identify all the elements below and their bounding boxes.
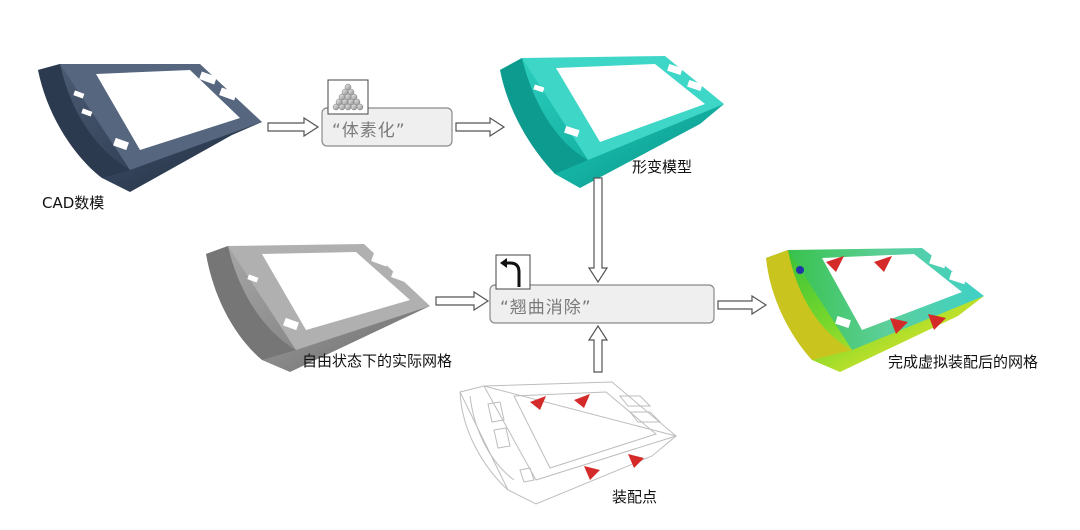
- voxelize-process-box: [321, 107, 453, 147]
- assembly-marker: [928, 314, 946, 330]
- assembly-marker: [584, 466, 600, 480]
- assembly-points: [530, 394, 644, 480]
- free-state-mesh: [206, 244, 430, 372]
- assembly-marker: [890, 318, 908, 334]
- voxelize-process-label: “体素化”: [332, 121, 406, 141]
- assembled-mesh-label: 完成虚拟装配后的网格: [888, 353, 1039, 371]
- arrow-warp-to-assembled: [717, 294, 768, 316]
- deformed-model-label: 形变模型: [632, 158, 693, 176]
- warp-removal-process-box: [489, 284, 715, 324]
- assembly-points-label: 装配点: [612, 488, 658, 506]
- free-state-mesh-label: 自由状态下的实际网格: [302, 352, 453, 370]
- arrow-cad-to-voxelize: [267, 116, 320, 138]
- deformed-model: [500, 56, 724, 188]
- assembly-marker: [574, 394, 590, 408]
- bent-arrow-icon: [495, 254, 531, 290]
- cube-pyramid-icon: [327, 79, 369, 115]
- assembly-marker: [826, 256, 844, 272]
- assembly-wireframe: [459, 381, 678, 505]
- warp-removal-process-label: “翘曲消除”: [500, 298, 592, 318]
- arrow-voxelize-to-deformed: [455, 116, 506, 138]
- arrow-free-to-warp: [435, 290, 490, 312]
- assembled-mesh: [766, 248, 984, 372]
- assembly-marker: [628, 454, 644, 468]
- assembly-marker: [530, 396, 546, 410]
- assembly-marker: [874, 256, 892, 272]
- arrow-deformed-to-warp: [587, 177, 609, 284]
- cad-model: [38, 64, 262, 192]
- arrow-points-to-warp: [587, 324, 609, 373]
- cad-model-label: CAD数模: [42, 194, 105, 212]
